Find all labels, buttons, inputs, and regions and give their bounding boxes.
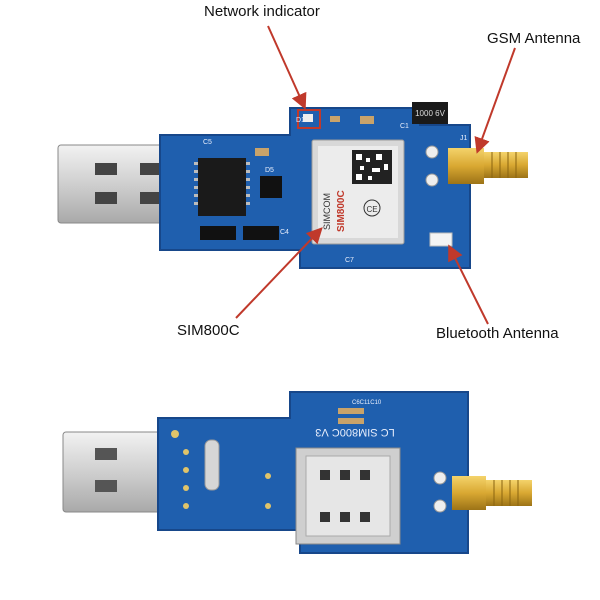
svg-text:SIM800C: SIM800C bbox=[336, 190, 347, 232]
arrow-bluetooth-antenna bbox=[448, 244, 489, 325]
sim800c-module: SIMCOM SIM800C CE bbox=[311, 139, 405, 245]
svg-text:SIMCOM: SIMCOM bbox=[322, 193, 332, 230]
capacitor: 1000 6V bbox=[412, 102, 448, 124]
label-sim800c: SIM800C bbox=[177, 322, 240, 339]
gsm-antenna-connector bbox=[448, 148, 528, 184]
smd-component bbox=[243, 226, 279, 240]
label-network-indicator: Network indicator bbox=[204, 3, 320, 20]
smd-component bbox=[255, 148, 269, 156]
label-gsm-antenna: GSM Antenna bbox=[487, 30, 581, 47]
top-board: 1000 6V SIMCOM SIM800C CE bbox=[57, 102, 528, 269]
gsm-antenna-connector-bottom bbox=[433, 471, 532, 513]
svg-text:C4: C4 bbox=[280, 229, 289, 236]
arrow-network-indicator bbox=[267, 25, 307, 110]
arrow-sim800c bbox=[235, 227, 323, 319]
svg-text:D1: D1 bbox=[296, 117, 305, 124]
callout-arrows bbox=[235, 25, 516, 325]
smd-component bbox=[260, 176, 282, 198]
svg-text:C1: C1 bbox=[400, 123, 409, 130]
board-label: LC SIM800C V3 bbox=[315, 426, 394, 438]
sim-card-holder bbox=[295, 447, 401, 545]
smd-component bbox=[360, 116, 374, 124]
svg-text:D5: D5 bbox=[265, 167, 274, 174]
svg-text:1000 6V: 1000 6V bbox=[415, 109, 445, 118]
svg-text:CE: CE bbox=[366, 205, 377, 214]
svg-text:C7: C7 bbox=[345, 257, 354, 264]
label-bluetooth-antenna: Bluetooth Antenna bbox=[436, 325, 559, 342]
network-indicator-led bbox=[297, 109, 321, 129]
arrow-gsm-antenna bbox=[474, 47, 516, 154]
bottom-board: LC SIM800C V3 C6C11C10 bbox=[62, 391, 532, 554]
smd-component bbox=[330, 116, 340, 122]
crystal bbox=[204, 439, 220, 491]
svg-text:J1: J1 bbox=[460, 135, 468, 142]
bluetooth-antenna-chip bbox=[429, 232, 453, 247]
ic-chip bbox=[198, 158, 246, 216]
svg-text:C6C11C10: C6C11C10 bbox=[352, 400, 382, 406]
svg-text:C5: C5 bbox=[203, 139, 212, 146]
smd-component bbox=[200, 226, 236, 240]
